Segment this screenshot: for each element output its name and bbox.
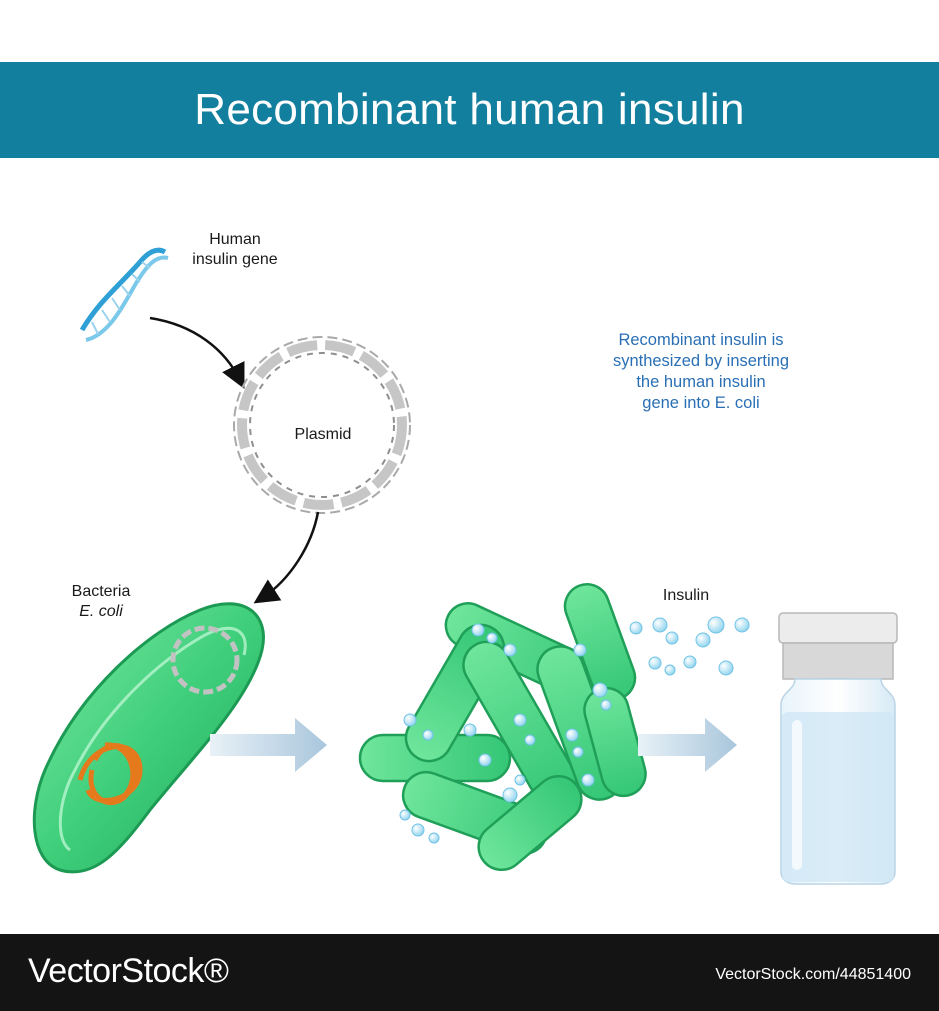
process-arrow-2 (638, 718, 737, 772)
page-title: Recombinant human insulin (194, 85, 745, 134)
description-line1: Recombinant insulin is (618, 331, 784, 349)
chromosome-icon (77, 742, 143, 805)
bacteria-cluster-icon (358, 583, 647, 872)
description-line2: synthesized by inserting (612, 352, 790, 370)
description-line3: the human insulin (636, 373, 766, 391)
gene-label: Human insulin gene (178, 230, 292, 270)
description-text: Recombinant insulin is synthesized by in… (574, 330, 828, 414)
bacteria-label: Bacteria E. coli (58, 582, 144, 622)
title-banner: Recombinant human insulin (0, 62, 939, 158)
insulin-granules (399, 623, 612, 844)
arrow-gene-to-plasmid (149, 316, 245, 389)
insulin-label: Insulin (662, 587, 710, 604)
bacteria-label-line2: E. coli (79, 603, 123, 620)
gene-label-line2: insulin gene (192, 251, 278, 268)
description-line4: gene into E. coli (642, 394, 760, 412)
arrow-plasmid-to-bacteria (253, 511, 320, 604)
gene-label-line1: Human (209, 231, 261, 248)
bacteria-label-line1: Bacteria (71, 583, 131, 600)
dna-helix-icon (79, 247, 169, 342)
insulin-molecules (629, 616, 750, 676)
plasmid-icon (233, 336, 411, 514)
image-credit: VectorStock.com/44851400 (715, 966, 911, 983)
vectorstock-logo: VectorStock® (28, 952, 229, 990)
ecoli-bacterium-icon (32, 602, 265, 874)
insulin-vial-icon (778, 612, 898, 885)
plasmid-label: Plasmid (294, 426, 352, 443)
process-arrow-1 (210, 718, 327, 772)
watermark-footer: VectorStock® VectorStock.com/44851400 (0, 934, 939, 1011)
